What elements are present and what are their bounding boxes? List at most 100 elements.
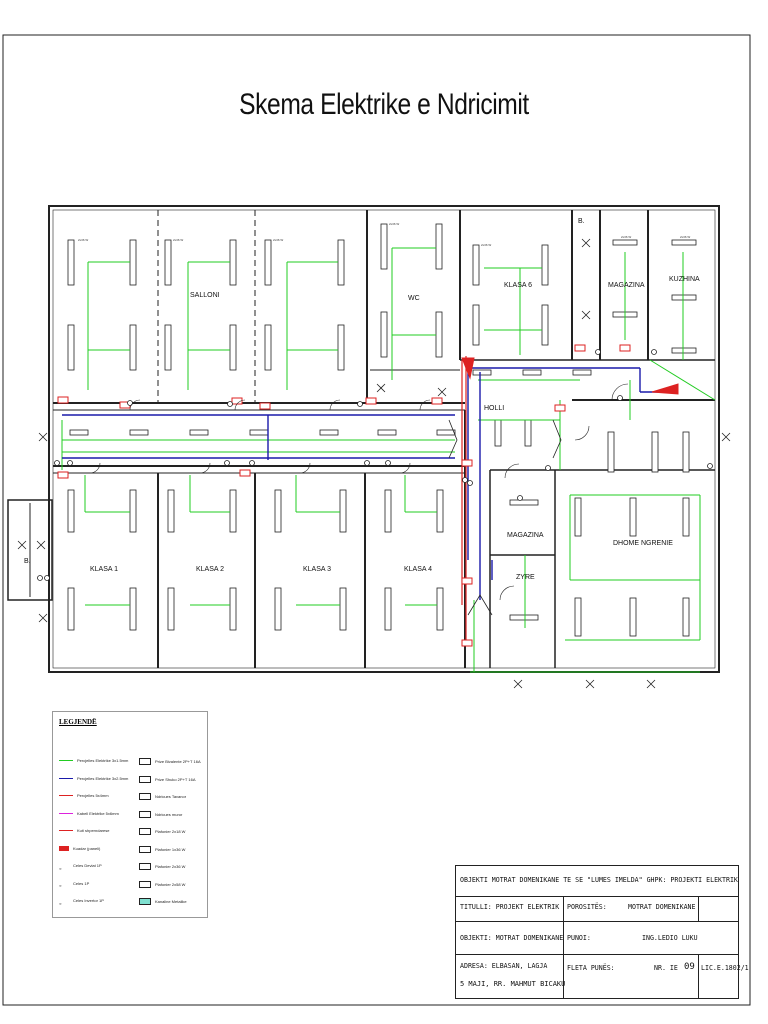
legend-item-label: Percjelles 5x4mm <box>77 793 109 798</box>
luminaire <box>67 587 75 631</box>
junction-box <box>461 459 473 467</box>
luminaire <box>380 223 388 270</box>
luminaire <box>384 587 392 631</box>
luminaire <box>67 324 75 371</box>
title-block-porosites-label: POROSITËS: <box>567 903 607 911</box>
switch-symbol <box>364 460 370 466</box>
luminaire <box>509 499 539 506</box>
wire-green <box>649 359 716 401</box>
ceiling-light-symbol <box>513 679 523 689</box>
door-swing <box>419 399 431 411</box>
legend-item-label: Percjelles Elektrike 3x2.5mm <box>77 775 129 781</box>
luminaire <box>164 324 172 371</box>
door-swing <box>199 462 211 474</box>
room-label-b-left: B. <box>24 558 31 565</box>
title-block-license: LIC.E.1802/1 <box>701 964 749 972</box>
door-swing <box>129 399 141 411</box>
luminaire <box>472 304 480 346</box>
room-label-holli: HOLLI <box>484 405 505 412</box>
luminaire <box>339 587 347 631</box>
title-block-objekti: OBJEKTI: MOTRAT DOMENIKANE <box>460 934 564 942</box>
luminaire <box>629 497 637 537</box>
room-label-wc: WC <box>408 295 420 302</box>
legend-item-label: Plafonier 1x36 W <box>155 846 186 852</box>
luminaire-label: 2x36 W <box>481 243 491 247</box>
door-swing <box>329 399 341 411</box>
legend-item-label: Kuadar (paneli) <box>73 845 101 851</box>
legend-item-label: Plafonier 2x18 W <box>155 829 186 834</box>
electrical-panel <box>651 383 679 395</box>
door-swing <box>499 585 515 601</box>
junction-box <box>461 577 473 585</box>
switch-symbol <box>249 460 255 466</box>
luminaire <box>167 489 175 533</box>
ceiling-light-symbol <box>581 310 591 320</box>
door-swing <box>299 462 311 474</box>
legend-symbol <box>139 845 151 853</box>
room-label-magazina-mid: MAGAZINA <box>507 532 544 539</box>
stair-symbol <box>552 419 562 459</box>
title-block-punoi-value: ING.LEDIO LUKU <box>642 934 698 942</box>
luminaire <box>67 239 75 286</box>
ceiling-light-symbol <box>36 540 46 550</box>
switch-symbol <box>707 463 713 469</box>
luminaire <box>167 587 175 631</box>
luminaire <box>129 239 137 286</box>
luminaire-label: 2x36 W <box>173 238 183 242</box>
switch-symbol <box>595 349 601 355</box>
ceiling-light-symbol <box>437 387 447 397</box>
luminaire <box>274 489 282 533</box>
ceiling-light-symbol <box>17 540 27 550</box>
luminaire <box>572 369 592 376</box>
luminaire <box>337 324 345 371</box>
room-label-magazina-top: MAGAZINA <box>608 282 645 289</box>
title-block-nr-label: NR. IE <box>654 964 678 972</box>
room-label-kuzhina: KUZHINA <box>669 276 700 283</box>
luminaire <box>319 429 339 436</box>
title-block-titulli: TITULLI: PROJEKT ELEKTRIK <box>460 903 560 911</box>
luminaire <box>629 597 637 637</box>
luminaire-label: 2x36 W <box>273 238 283 242</box>
switch-symbol <box>651 349 657 355</box>
legend-swatch <box>59 845 69 851</box>
legend-item: Plafonier 2x36 W <box>139 863 185 870</box>
luminaire <box>229 587 237 631</box>
legend-item-label: Kabell Elektrike 5x6mm <box>77 810 119 816</box>
legend-item: Kuti shperndarese <box>59 828 109 833</box>
title-block-objekti-header: OBJEKTI MOTRAT DOMENIKANE TE SE "LUMES I… <box>460 876 738 884</box>
title-block-fleta-label: FLETA PUNËS: <box>567 964 615 972</box>
wall-annex <box>7 499 53 601</box>
legend-swatch <box>59 795 73 796</box>
legend-item: Kanaline Metalike <box>139 898 187 905</box>
luminaire-label: 2x36 W <box>78 238 88 242</box>
ceiling-light-symbol <box>721 432 731 442</box>
luminaire <box>671 347 697 354</box>
luminaire <box>472 244 480 286</box>
junction-box <box>554 404 566 412</box>
switch-symbol <box>37 575 43 581</box>
electrical-panel <box>461 357 475 380</box>
luminaire <box>436 587 444 631</box>
luminaire <box>671 294 697 301</box>
door-swing <box>611 383 629 401</box>
legend-symbol <box>139 863 151 870</box>
luminaire <box>612 239 638 246</box>
switch-symbol <box>462 477 468 483</box>
stair-symbol <box>467 594 493 616</box>
luminaire <box>164 239 172 286</box>
luminaire <box>494 419 502 447</box>
title-block-adresa-line1: ADRESA: ELBASAN, LAGJA <box>460 962 548 970</box>
legend-item: Plafonier 2x18 W <box>139 828 185 835</box>
title-block-porosites-value: MOTRAT DOMENIKANE <box>628 903 696 911</box>
junction-box <box>619 344 631 352</box>
wall-outer <box>48 205 720 673</box>
legend-symbol <box>139 758 151 765</box>
legend-swatch <box>59 777 73 779</box>
room-label-salloni: SALLONI <box>190 292 220 299</box>
room-label-dhome-ngrenie: DHOME NGRENIE <box>613 540 673 547</box>
luminaire <box>651 431 659 473</box>
luminaire <box>229 239 237 286</box>
legend-item: Percjelles 5x4mm <box>59 793 109 798</box>
